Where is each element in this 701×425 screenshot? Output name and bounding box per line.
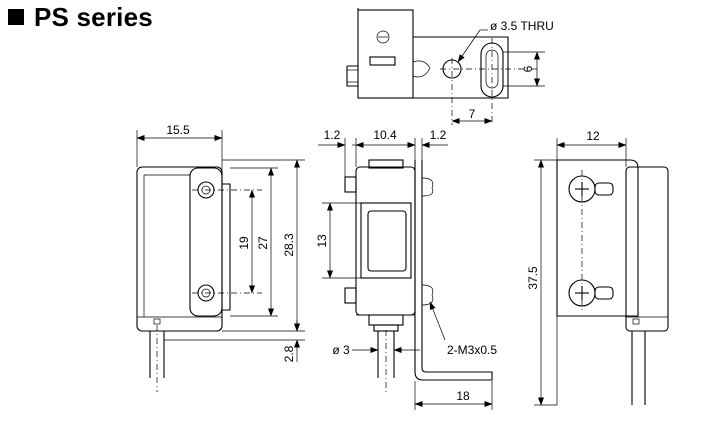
back-indicator <box>632 318 640 325</box>
back-view: 12 37.5 <box>526 129 669 406</box>
dim-front-height: 28.3 <box>282 233 296 257</box>
dim-front-width: 15.5 <box>166 123 190 137</box>
front-sensor-body <box>136 166 223 332</box>
back-bracket <box>556 159 639 317</box>
side-view: 1.2 10.4 1.2 13 ø 3 2-M3x0.5 18 <box>315 128 497 410</box>
dim-hole-offset: 7 <box>469 107 476 121</box>
side-lens-frame <box>360 202 412 279</box>
dim-slot-span: 27 <box>256 236 270 250</box>
side-top-cap <box>368 159 404 169</box>
top-bracket <box>413 36 509 99</box>
dim-cable-offset: 2.8 <box>282 345 296 362</box>
dim-left-margin: 1.2 <box>324 128 341 142</box>
dim-body-width: 10.4 <box>373 128 397 142</box>
front-view: 15.5 19 27 28.3 2.8 <box>136 123 305 392</box>
dim-window-height: 13 <box>315 234 329 248</box>
dim-bracket-length: 18 <box>456 389 470 403</box>
screw-top-icon <box>568 175 614 203</box>
page-title: PS series <box>8 2 153 32</box>
dim-right-margin: 1.2 <box>430 128 447 142</box>
dim-hole-pitch: 19 <box>237 236 251 250</box>
label-screw: 2-M3x0.5 <box>447 343 497 357</box>
side-lens-window <box>367 210 407 272</box>
side-bracket <box>414 160 493 381</box>
front-indicator <box>153 318 161 325</box>
title-bullet-icon <box>8 9 24 25</box>
dim-cable-dia: ø 3 <box>332 343 350 357</box>
label-hole-dia: ø 3.5 THRU <box>490 19 554 33</box>
top-view: 6 7 ø 3.5 THRU <box>346 8 554 125</box>
title-text: PS series <box>34 1 153 32</box>
dim-total-height: 37.5 <box>526 266 540 290</box>
top-adjuster-icon <box>376 30 390 44</box>
dim-back-depth: 12 <box>586 129 600 143</box>
back-sensor-body <box>625 166 669 332</box>
top-sensor-body <box>357 9 414 99</box>
dim-slot-height: 6 <box>521 65 535 72</box>
screw-bottom-icon <box>568 279 614 307</box>
front-bracket <box>189 167 223 317</box>
